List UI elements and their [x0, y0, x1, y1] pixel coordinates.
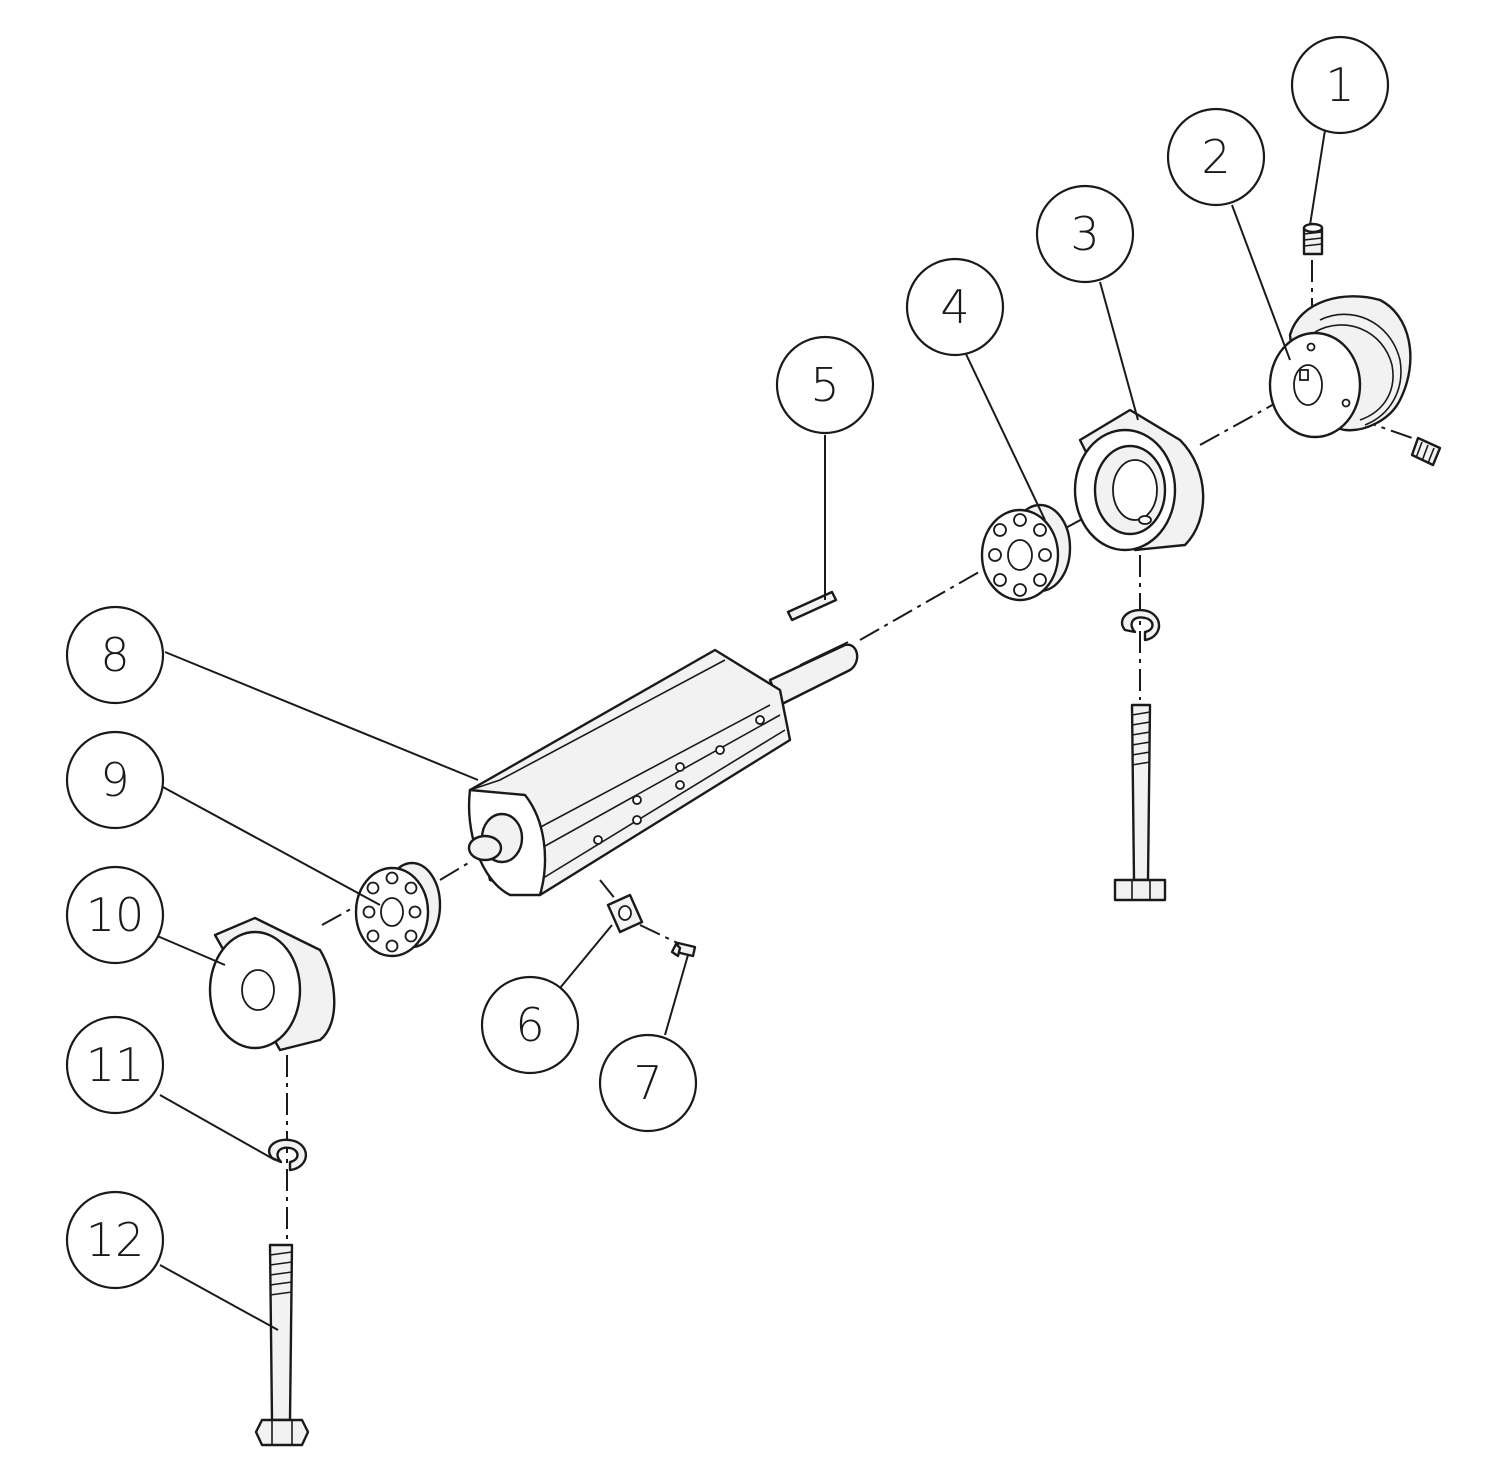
ball-bearing-icon — [354, 861, 442, 958]
callout-1: 1 — [1290, 35, 1390, 135]
callout-8: 8 — [65, 605, 165, 705]
callout-3: 3 — [1035, 184, 1135, 284]
callout-4: 4 — [905, 257, 1005, 357]
bearing-housing-icon — [1073, 408, 1205, 552]
lock-washer-icon — [268, 1138, 308, 1172]
callout-2: 2 — [1166, 107, 1266, 207]
bearing-housing-icon — [208, 916, 336, 1052]
screw-icon — [670, 941, 697, 958]
svg-text:11: 11 — [86, 1038, 145, 1092]
callout-7: 7 — [598, 1033, 698, 1133]
svg-text:10: 10 — [86, 888, 145, 942]
svg-text:3: 3 — [1070, 207, 1099, 261]
hex-bolt-icon — [254, 1243, 310, 1447]
set-screw-icon — [1410, 436, 1442, 467]
callout-6: 6 — [480, 975, 580, 1075]
cutterhead-icon — [467, 641, 859, 897]
key-icon — [786, 590, 838, 622]
svg-text:7: 7 — [633, 1056, 662, 1110]
lock-washer-icon — [1120, 608, 1161, 642]
svg-text:4: 4 — [940, 280, 969, 334]
callout-12: 12 — [65, 1190, 165, 1290]
callout-11: 11 — [65, 1015, 165, 1115]
svg-text:12: 12 — [86, 1213, 145, 1267]
svg-text:6: 6 — [515, 998, 544, 1052]
set-screw-icon — [1302, 222, 1324, 256]
gib-plate-icon — [606, 893, 644, 934]
svg-text:2: 2 — [1201, 130, 1230, 184]
ball-bearing-icon — [980, 503, 1072, 602]
leader-lines — [149, 129, 1326, 1331]
hex-bolt-icon — [1113, 703, 1167, 902]
callout-10: 10 — [65, 865, 165, 965]
callout-5: 5 — [775, 335, 875, 435]
svg-text:9: 9 — [100, 753, 129, 807]
callout-9: 9 — [65, 730, 165, 830]
svg-text:1: 1 — [1325, 58, 1354, 112]
svg-text:5: 5 — [810, 358, 839, 412]
pulley-icon — [1268, 295, 1412, 439]
svg-text:8: 8 — [100, 628, 129, 682]
